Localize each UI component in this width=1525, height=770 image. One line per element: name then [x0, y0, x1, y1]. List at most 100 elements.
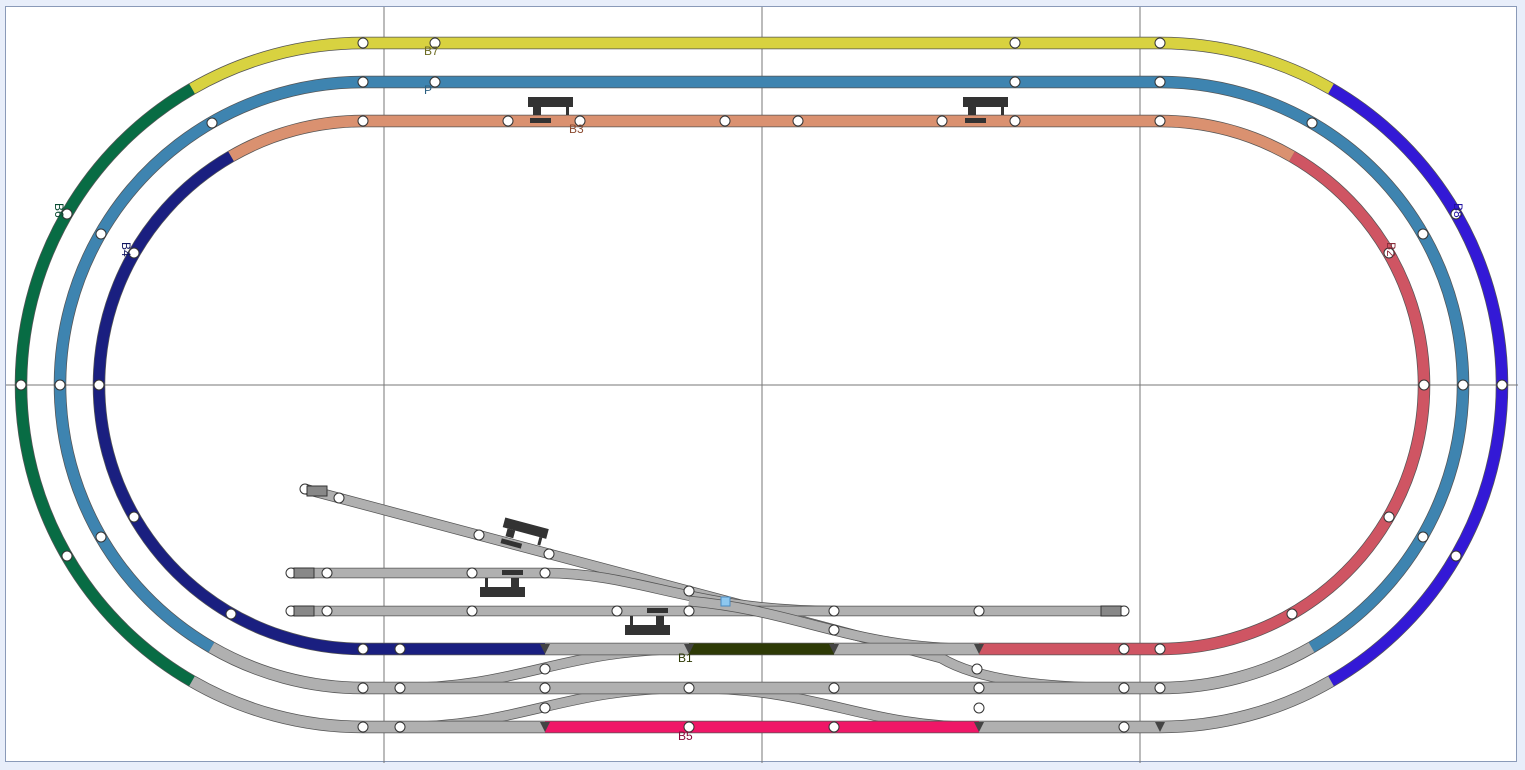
track-node[interactable]: [683, 721, 695, 733]
track-node[interactable]: [1417, 531, 1429, 543]
outer-bottom-left[interactable]: [188, 675, 545, 734]
block-label-b1: B1: [678, 651, 693, 665]
track-node[interactable]: [611, 605, 623, 617]
platform-diagonal: [500, 517, 549, 549]
track-node[interactable]: [394, 682, 406, 694]
track-diagram[interactable]: B7 P B3 B6 B4 B2 B8 B1 B5: [6, 7, 1518, 763]
track-node[interactable]: [1154, 76, 1166, 88]
track-node[interactable]: [429, 76, 441, 88]
buffer-stop-icon: [293, 567, 315, 579]
track-node[interactable]: [1154, 115, 1166, 127]
track-node[interactable]: [357, 721, 369, 733]
track-node[interactable]: [128, 511, 140, 523]
track-node[interactable]: [539, 702, 551, 714]
block-label-b8: B8: [1451, 203, 1465, 218]
track-node[interactable]: [225, 608, 237, 620]
block-boundary-marker: [974, 722, 984, 732]
buffer-stop-icon: [1100, 605, 1122, 617]
track-node[interactable]: [466, 605, 478, 617]
track-node[interactable]: [973, 605, 985, 617]
track-node[interactable]: [1417, 228, 1429, 240]
track-node[interactable]: [95, 531, 107, 543]
track-node[interactable]: [357, 37, 369, 49]
track-node[interactable]: [61, 208, 73, 220]
block-boundary-marker: [540, 644, 550, 654]
grid-lines: [6, 7, 1518, 763]
track-node[interactable]: [1154, 37, 1166, 49]
block-label-b4: B4: [119, 242, 133, 257]
track-node[interactable]: [1383, 247, 1395, 259]
track-node[interactable]: [1450, 208, 1462, 220]
track-node[interactable]: [1118, 682, 1130, 694]
track-node[interactable]: [539, 567, 551, 579]
track-node[interactable]: [1118, 721, 1130, 733]
track-node[interactable]: [828, 721, 840, 733]
track-node[interactable]: [1306, 117, 1318, 129]
platform-top-right: [963, 97, 1008, 123]
track-node[interactable]: [1286, 608, 1298, 620]
block-b2-track[interactable]: [979, 150, 1431, 656]
track-node[interactable]: [394, 721, 406, 733]
track-node[interactable]: [54, 379, 66, 391]
track-node[interactable]: [828, 682, 840, 694]
track-node[interactable]: [973, 682, 985, 694]
track-node[interactable]: [539, 682, 551, 694]
track-node[interactable]: [357, 643, 369, 655]
track-node[interactable]: [429, 37, 441, 49]
block-label-b3: B3: [569, 122, 584, 136]
track-node[interactable]: [683, 585, 695, 597]
track-node[interactable]: [61, 550, 73, 562]
track-node[interactable]: [1118, 643, 1130, 655]
track-node[interactable]: [719, 115, 731, 127]
track-node[interactable]: [93, 379, 105, 391]
track-node[interactable]: [1154, 682, 1166, 694]
track-node[interactable]: [1383, 511, 1395, 523]
track-node[interactable]: [828, 624, 840, 636]
track-node[interactable]: [1154, 643, 1166, 655]
block-label-b5: B5: [678, 729, 693, 743]
siding-diagonal[interactable]: [303, 483, 1125, 694]
block-label-b7: B7: [424, 44, 439, 58]
track-node[interactable]: [357, 682, 369, 694]
track-node[interactable]: [1418, 379, 1430, 391]
track-node[interactable]: [357, 115, 369, 127]
track-node[interactable]: [539, 663, 551, 675]
track-node[interactable]: [357, 76, 369, 88]
track-node[interactable]: [502, 115, 514, 127]
track-node[interactable]: [683, 605, 695, 617]
block-b7-track[interactable]: [188, 36, 1335, 95]
track-node[interactable]: [321, 567, 333, 579]
track-node[interactable]: [971, 663, 983, 675]
block-p-track[interactable]: [53, 75, 1470, 653]
track-node[interactable]: [128, 247, 140, 259]
track-node[interactable]: [333, 492, 345, 504]
track-layout-canvas[interactable]: B7 P B3 B6 B4 B2 B8 B1 B5: [5, 6, 1518, 763]
block-b4-track[interactable]: [92, 150, 545, 656]
track-node[interactable]: [15, 379, 27, 391]
track-node[interactable]: [973, 702, 985, 714]
middle-bottom[interactable]: [208, 641, 1315, 695]
track-node[interactable]: [1009, 115, 1021, 127]
track-node[interactable]: [1450, 550, 1462, 562]
track-node[interactable]: [95, 228, 107, 240]
track-node[interactable]: [574, 115, 586, 127]
track-node[interactable]: [394, 643, 406, 655]
track-node[interactable]: [206, 117, 218, 129]
outer-bottom-right[interactable]: [979, 675, 1335, 734]
track-node[interactable]: [1496, 379, 1508, 391]
selection-handle[interactable]: [720, 596, 731, 607]
block-boundary-marker: [974, 644, 984, 654]
platform-siding-2: [625, 608, 670, 635]
track-node[interactable]: [936, 115, 948, 127]
track-node[interactable]: [792, 115, 804, 127]
block-b3-track[interactable]: [227, 114, 1296, 162]
track-node[interactable]: [466, 567, 478, 579]
track-node[interactable]: [321, 605, 333, 617]
track-node[interactable]: [1009, 37, 1021, 49]
track-node[interactable]: [828, 605, 840, 617]
track-node[interactable]: [473, 529, 485, 541]
track-node[interactable]: [1457, 379, 1469, 391]
track-node[interactable]: [683, 682, 695, 694]
track-node[interactable]: [543, 548, 555, 560]
track-node[interactable]: [1009, 76, 1021, 88]
